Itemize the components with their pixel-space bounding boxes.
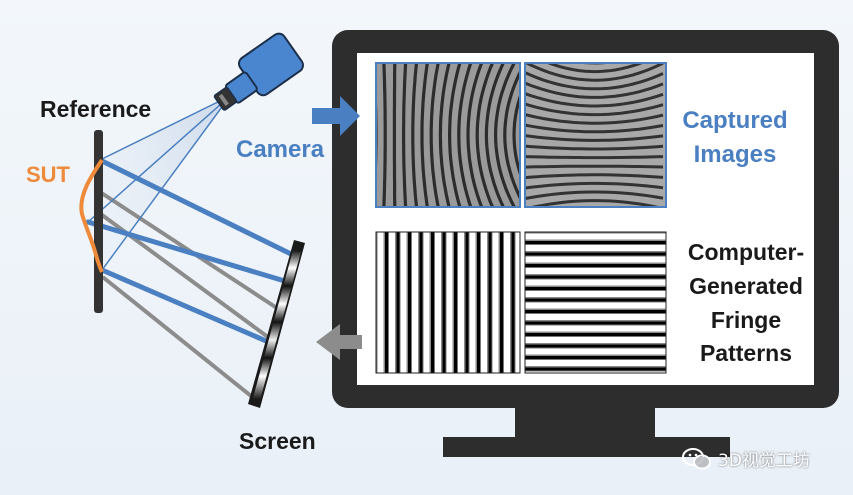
captured-image-2 [524,62,667,208]
captured-fringe-line [525,123,664,134]
captured-fringe-line [475,63,494,207]
arrow-left-icon [316,324,362,360]
generated-pattern-horizontal [524,231,667,374]
captured-fringe-line [525,113,664,125]
surface-under-test [79,158,104,273]
captured-fringe-line [525,63,664,82]
arrow-right-icon [312,96,360,136]
captured-fringe-line [493,63,516,207]
generated-line-3: Fringe [710,306,782,333]
watermark-text: 3D视觉工坊 [718,451,810,471]
captured-line-1: Captured [682,107,788,134]
captured-fringe-line [525,181,664,190]
captured-fringe-line [526,199,663,207]
sut-label: SUT [26,162,70,187]
screen-label: Screen [239,428,316,454]
captured-fringe-line [382,63,387,207]
generated-pattern-vertical [375,231,521,374]
captured-fringe-line [411,63,419,207]
captured-fringe-line [457,63,473,207]
captured-fringe-line [512,92,520,178]
captured-fringe-line [525,173,664,180]
light-rays [85,95,296,402]
wechat-icon [682,447,711,469]
generated-line-4: Patterns [699,340,793,367]
captured-line-2: Images [693,140,777,168]
captured-fringe-line [438,63,451,207]
captured-fringe-line [466,63,484,207]
camera-label: Camera [236,136,325,163]
captured-fringe-line [525,155,664,160]
reference-label: Reference [40,96,152,122]
captured-fringe-line [525,92,664,108]
watermark: 3D视觉工坊 [682,446,810,471]
generated-patterns-label: Computer- Generated Fringe Patterns [672,236,820,371]
fringe-screen [248,240,305,408]
monitor-stand [443,437,730,457]
captured-image-1 [375,62,521,208]
generated-line-1: Computer- [687,239,805,265]
captured-fringe-line [484,63,505,207]
monitor-neck [515,408,655,438]
reference-plane [94,130,103,313]
generated-line-2: Generated [689,272,803,299]
camera-icon [213,32,304,111]
captured-fringe-line [525,190,664,200]
captured-fringe-line [429,63,440,207]
captured-fringe-line [420,63,429,207]
captured-fringe-line [525,81,664,99]
captured-fringe-line [447,63,462,207]
captured-fringe-line [525,102,664,117]
captured-fringe-line [525,71,664,91]
captured-fringe-line [525,144,664,151]
captured-images-label: Captured Images [676,104,794,171]
captured-fringe-line [525,134,664,142]
captured-fringe-line [402,63,408,207]
captured-fringe-line [525,164,664,169]
captured-fringe-line [503,69,520,201]
